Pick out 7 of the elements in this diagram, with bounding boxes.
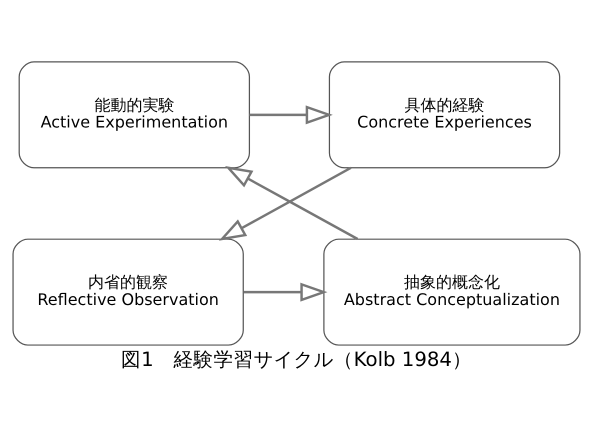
- caption: 図1 経験学習サイクル（Kolb 1984）: [121, 347, 472, 370]
- node-box: 内省的観察 Reflective Observation: [12, 238, 244, 346]
- arrow: [249, 104, 333, 124]
- node-box: 能動的実験 Active Experimentation: [18, 60, 250, 168]
- node-box: 抽象的概念化 Abstract Conceptualization: [323, 238, 581, 346]
- arrow: [244, 282, 328, 302]
- node-box: 具体的経験 Concrete Experiences: [328, 60, 560, 168]
